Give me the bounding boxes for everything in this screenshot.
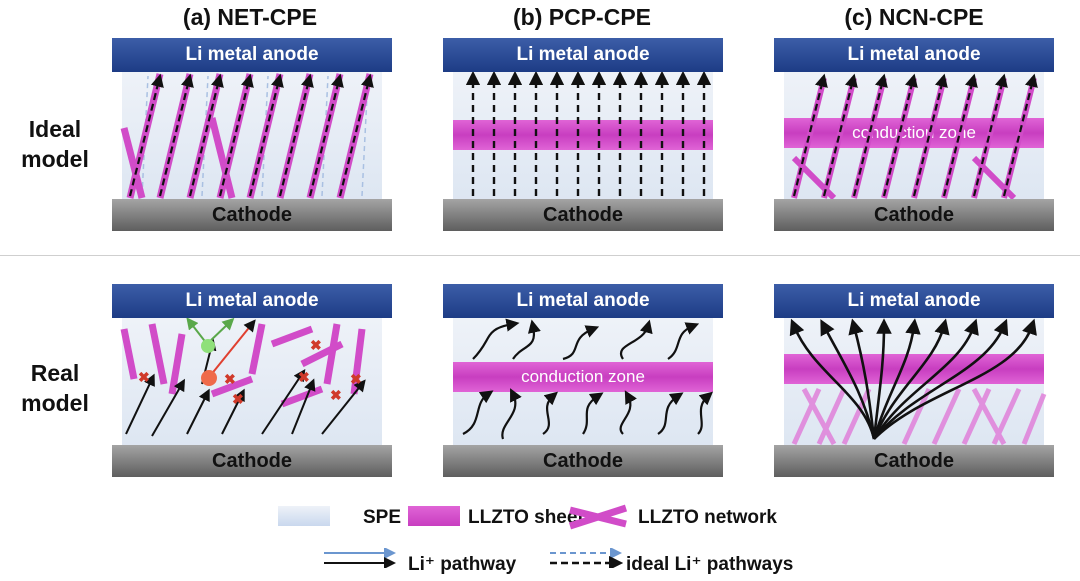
- blocked-marker-icons: ✖✖✖ ✖✖✖ ✖: [138, 337, 362, 407]
- ideal-li-pathways-swatch: [550, 548, 624, 568]
- column-title-a: (a) NET-CPE: [182, 4, 318, 30]
- cathode: Cathode: [774, 445, 1054, 477]
- svg-text:✖: ✖: [330, 387, 342, 403]
- legend-ideal-li-pathways: ideal Li⁺ pathways: [626, 554, 794, 575]
- panel-real-ncn-cpe: Li metal anode Cathode: [774, 284, 1054, 477]
- llzto-network-swatch: [568, 504, 628, 530]
- cathode: Cathode: [112, 445, 392, 477]
- column-title-c: (c) NCN-CPE: [844, 4, 984, 30]
- li-metal-anode: Li metal anode: [774, 38, 1054, 72]
- column-title-b: (b) PCP-CPE: [513, 4, 651, 30]
- red-pathway: [209, 319, 256, 377]
- real-pcp-cpe-drawing: [462, 318, 713, 440]
- svg-text:✖: ✖: [138, 369, 150, 385]
- cathode: Cathode: [774, 199, 1054, 231]
- conduction-zone-label: conduction zone: [521, 367, 645, 386]
- li-pathway-swatch: [324, 548, 396, 568]
- legend-spe: SPE: [363, 507, 402, 528]
- llzto-network-strands: [791, 387, 1047, 446]
- svg-text:✖: ✖: [298, 369, 310, 385]
- llzto-sheet-zone: [453, 120, 713, 150]
- spe-swatch: [278, 506, 330, 526]
- svg-text:✖: ✖: [310, 337, 322, 353]
- li-metal-anode: Li metal anode: [112, 284, 392, 318]
- li-metal-anode: Li metal anode: [774, 284, 1054, 318]
- svg-text:✖: ✖: [232, 391, 244, 407]
- row-label-real: Real model: [0, 358, 110, 418]
- li-pathway-arrows: [789, 318, 1037, 440]
- ideal-li-pathway-arrows: [128, 73, 374, 197]
- llzto-sheet-swatch: [408, 506, 460, 526]
- svg-text:✖: ✖: [350, 371, 362, 387]
- llzto-sheet-fragments: [120, 323, 366, 408]
- li-metal-anode: Li metal anode: [443, 284, 723, 318]
- row-divider: [0, 255, 1080, 256]
- ideal-ncn-cpe-drawing: [791, 73, 1038, 201]
- cathode: Cathode: [112, 199, 392, 231]
- panel-ideal-net-cpe: Li metal anode Cathode: [112, 38, 392, 231]
- li-pathway-arrows: [125, 338, 366, 437]
- legend-llzto-sheet: LLZTO sheet: [468, 507, 584, 528]
- conduction-zone: conduction zone: [453, 362, 713, 392]
- ideal-net-cpe-drawing: [120, 73, 374, 199]
- conduction-zone: conduction zone: [784, 118, 1044, 148]
- row-label-real-line1: Real: [30, 360, 80, 386]
- row-label-ideal-line1: Ideal: [28, 116, 82, 142]
- row-label-ideal: Ideal model: [0, 114, 110, 174]
- svg-text:✖: ✖: [224, 371, 236, 387]
- ideal-li-pathway-arrows: [792, 73, 1038, 197]
- legend-llzto-network: LLZTO network: [638, 507, 777, 528]
- real-ncn-cpe-drawing: [789, 318, 1047, 446]
- ideal-li-pathway-arrows: [465, 70, 712, 196]
- row-label-real-line2: model: [21, 390, 89, 416]
- conduction-zone-label: conduction zone: [852, 123, 976, 142]
- li-metal-anode: Li metal anode: [112, 38, 392, 72]
- row-label-ideal-line2: model: [21, 146, 89, 172]
- li-pathway-arrows: [462, 318, 713, 440]
- li-metal-anode: Li metal anode: [443, 38, 723, 72]
- red-junction: [201, 370, 217, 386]
- llzto-network-strands: [120, 73, 374, 199]
- panel-real-pcp-cpe: conduction zone Li metal anode Cathode: [443, 284, 723, 477]
- green-junction: [201, 339, 215, 353]
- panel-ideal-ncn-cpe: conduction zone Li metal anode Cathode: [774, 38, 1054, 231]
- cathode: Cathode: [443, 445, 723, 477]
- panel-real-net-cpe: ✖✖✖ ✖✖✖ ✖ Li metal anode Cathode: [112, 284, 392, 477]
- cathode: Cathode: [443, 199, 723, 231]
- legend-li-pathway: Li⁺ pathway: [408, 554, 517, 575]
- panel-ideal-pcp-cpe: Li metal anode Cathode: [443, 38, 723, 231]
- llzto-sheet-zone: [784, 354, 1044, 384]
- real-net-cpe-drawing: ✖✖✖ ✖✖✖ ✖: [120, 317, 366, 437]
- ideal-pcp-cpe-drawing: [465, 70, 712, 196]
